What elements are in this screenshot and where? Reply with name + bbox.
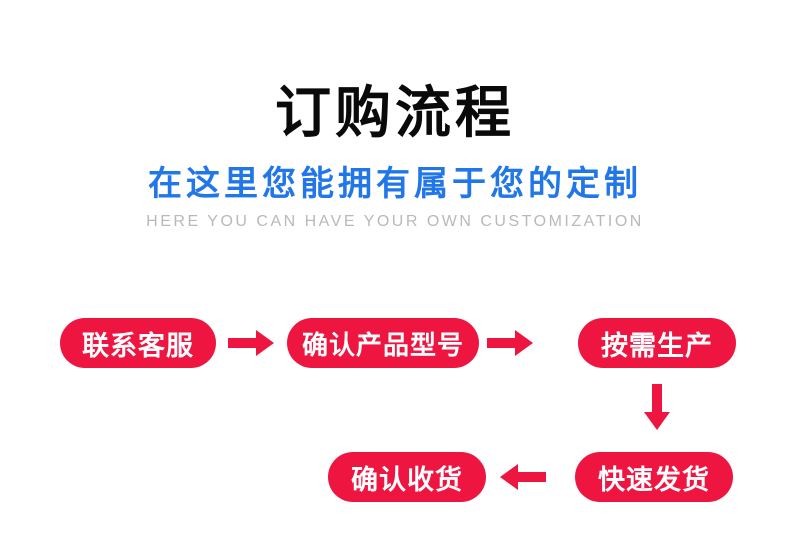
step-pill-confirm-model: 确认产品型号 bbox=[287, 318, 479, 368]
step-label: 快速发货 bbox=[598, 464, 710, 495]
step-label: 确认收货 bbox=[351, 464, 463, 495]
step-pill-confirm-receipt: 确认收货 bbox=[328, 452, 486, 502]
subtitle-chinese: 在这里您能拥有属于您的定制 bbox=[148, 165, 642, 203]
arrow-left-icon bbox=[500, 464, 546, 490]
arrow-down-icon bbox=[644, 384, 670, 430]
step-label: 联系客服 bbox=[82, 330, 194, 361]
subtitle-english: HERE YOU CAN HAVE YOUR OWN CUSTOMIZATION bbox=[146, 213, 644, 230]
step-label: 按需生产 bbox=[601, 330, 713, 361]
step-pill-produce-on-demand: 按需生产 bbox=[578, 318, 736, 368]
page-title: 订购流程 bbox=[275, 81, 515, 144]
step-label: 确认产品型号 bbox=[301, 329, 464, 360]
arrow-right-icon bbox=[228, 330, 274, 356]
step-pill-contact-service: 联系客服 bbox=[60, 318, 216, 368]
arrow-right-icon bbox=[487, 330, 533, 356]
step-pill-fast-shipping: 快速发货 bbox=[575, 452, 733, 502]
